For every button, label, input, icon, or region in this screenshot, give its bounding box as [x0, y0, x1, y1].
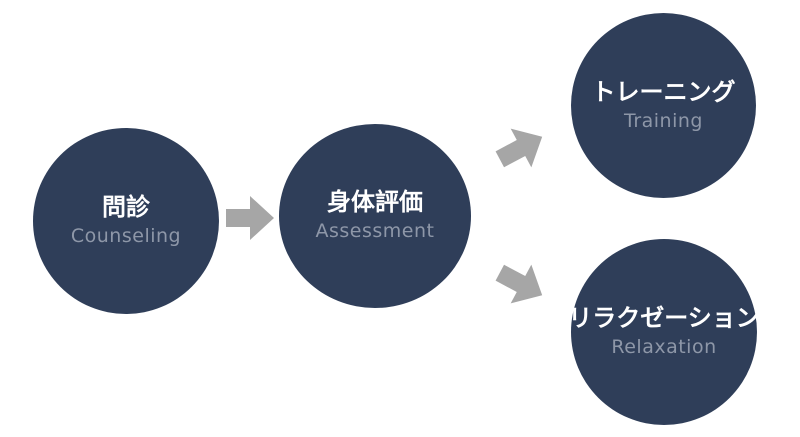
node-training-title: トレーニング — [591, 77, 736, 106]
node-assessment: 身体評価 Assessment — [279, 124, 471, 308]
node-counseling-subtitle: Counseling — [70, 225, 182, 248]
node-counseling-title: 問診 — [102, 193, 150, 222]
arrow-down-right-icon — [495, 264, 543, 304]
node-training-subtitle: Training — [624, 109, 703, 132]
arrow-up-right-icon — [495, 128, 543, 168]
node-relaxation: リラクゼーション Relaxation — [568, 239, 760, 425]
node-training: トレーニング Training — [571, 13, 756, 198]
node-counseling: 問診 Counseling — [33, 128, 219, 314]
node-assessment-subtitle: Assessment — [315, 220, 435, 243]
node-relaxation-title: リラクゼーション — [568, 304, 760, 333]
node-assessment-title: 身体評価 — [327, 188, 423, 217]
node-relaxation-subtitle: Relaxation — [611, 336, 717, 359]
arrow-right-icon — [226, 196, 274, 240]
